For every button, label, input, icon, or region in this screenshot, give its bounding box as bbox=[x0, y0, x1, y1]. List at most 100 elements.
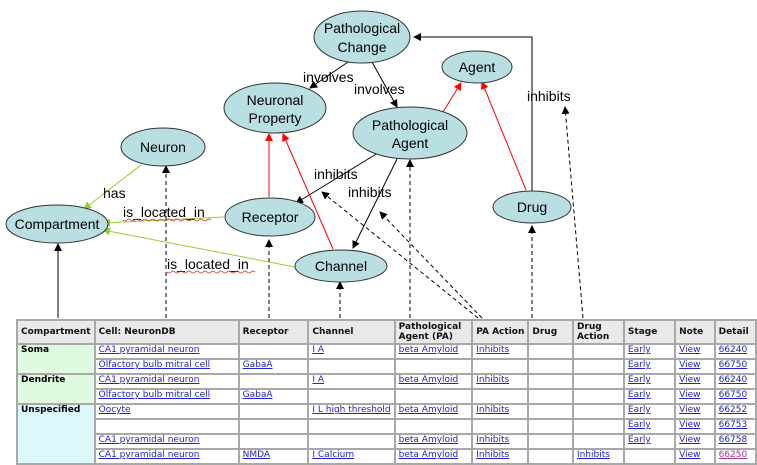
node-pathological-agent[interactable]: Pathological Agent bbox=[352, 106, 468, 160]
node-label: Property bbox=[249, 110, 302, 126]
table-cell: 66758 bbox=[713, 433, 757, 450]
col-header-drug: Drug bbox=[527, 319, 574, 345]
table-cell: CA1 pyramidal neuron bbox=[93, 343, 240, 360]
edge-channel-is-a bbox=[282, 133, 334, 250]
table-cell: View bbox=[674, 388, 716, 405]
table-cell: Inhibits bbox=[471, 433, 530, 450]
pa-action-link[interactable]: Inhibits bbox=[476, 405, 510, 415]
note-link[interactable]: View bbox=[679, 375, 701, 385]
detail-link[interactable]: 66240 bbox=[718, 345, 748, 355]
cell-link[interactable]: Oocyte bbox=[98, 405, 131, 415]
node-compartment[interactable]: Compartment bbox=[5, 204, 109, 244]
pathological-agent-link[interactable]: beta Amyloid bbox=[398, 435, 459, 445]
channel-link[interactable]: I A bbox=[312, 375, 325, 385]
note-link[interactable]: View bbox=[679, 405, 701, 415]
cell-link[interactable]: CA1 pyramidal neuron bbox=[98, 345, 200, 355]
stage-link[interactable]: Early bbox=[627, 420, 651, 430]
node-agent[interactable]: Agent bbox=[441, 50, 513, 84]
stage-link[interactable]: Early bbox=[627, 345, 651, 355]
table-row: Olfactory bulb mitral cell GabaA Early View… bbox=[17, 358, 757, 375]
node-label: Compartment bbox=[15, 216, 100, 232]
detail-link[interactable]: 66750 bbox=[718, 390, 748, 400]
table-row: Olfactory bulb mitral cell GabaA Early View… bbox=[17, 388, 757, 405]
pa-action-link[interactable]: Inhibits bbox=[476, 435, 510, 445]
stage-link[interactable]: Early bbox=[627, 390, 651, 400]
table-cell bbox=[571, 418, 625, 435]
is-a-edges bbox=[265, 81, 527, 250]
detail-link[interactable]: 66758 bbox=[718, 435, 748, 445]
note-link[interactable]: View bbox=[679, 420, 701, 430]
table-cell bbox=[307, 418, 396, 435]
node-neuronal-property[interactable]: Neuronal Property bbox=[223, 82, 327, 134]
detail-link[interactable]: 66250 bbox=[718, 450, 748, 460]
edge-drug-inhibits-pathological-change bbox=[413, 33, 533, 191]
table-cell bbox=[307, 358, 396, 375]
node-label: Agent bbox=[392, 135, 429, 151]
node-drug[interactable]: Drug bbox=[492, 190, 572, 224]
pathological-agent-link[interactable]: beta Amyloid bbox=[398, 375, 459, 385]
edge-label-involves: involves bbox=[354, 81, 405, 97]
stage-link[interactable]: Early bbox=[627, 360, 651, 370]
note-link[interactable]: View bbox=[679, 345, 701, 355]
detail-link[interactable]: 66750 bbox=[718, 360, 748, 370]
note-link[interactable]: View bbox=[679, 450, 701, 460]
table-cell bbox=[237, 343, 310, 360]
drug-action-link[interactable]: Inhibits bbox=[576, 450, 610, 460]
channel-link[interactable]: I Calcium bbox=[312, 450, 355, 460]
receptor-link[interactable]: GabaA bbox=[242, 390, 273, 400]
col-header-detail: Detail bbox=[713, 319, 757, 345]
edge-map-pa-action-2 bbox=[379, 211, 483, 319]
pa-action-link[interactable]: Inhibits bbox=[476, 345, 510, 355]
node-neuron[interactable]: Neuron bbox=[120, 127, 206, 167]
receptor-link[interactable]: GabaA bbox=[242, 360, 273, 370]
pa-action-link[interactable]: Inhibits bbox=[476, 450, 510, 460]
node-channel[interactable]: Channel bbox=[294, 249, 388, 283]
spellcheck-underline bbox=[122, 218, 212, 222]
note-link[interactable]: View bbox=[679, 435, 701, 445]
cell-link[interactable]: Olfactory bulb mitral cell bbox=[98, 360, 211, 370]
detail-link[interactable]: 66240 bbox=[718, 375, 748, 385]
mapping-edges bbox=[162, 106, 584, 319]
pathological-agent-link[interactable]: beta Amyloid bbox=[398, 450, 459, 460]
compartment-cell: Dendrite bbox=[16, 373, 96, 405]
stage-link[interactable]: Early bbox=[627, 405, 651, 415]
detail-link[interactable]: 66252 bbox=[718, 405, 748, 415]
table-cell: CA1 pyramidal neuron bbox=[93, 373, 240, 390]
table-cell bbox=[471, 418, 530, 435]
col-header-drug-action: Drug Action bbox=[571, 319, 625, 345]
node-receptor[interactable]: Receptor bbox=[224, 197, 316, 237]
channel-link[interactable]: I A bbox=[312, 345, 325, 355]
table-cell: I A bbox=[307, 373, 396, 390]
node-pathological-change[interactable]: Pathological Change bbox=[313, 10, 411, 64]
node-label: Neuronal bbox=[247, 92, 304, 108]
col-header-stage: Stage bbox=[622, 319, 677, 345]
edge-label-is-located-in: is_located_in bbox=[123, 204, 205, 220]
detail-link[interactable]: 66753 bbox=[718, 420, 748, 430]
col-header-receptor: Receptor bbox=[237, 319, 310, 345]
table-cell bbox=[527, 373, 574, 390]
table-cell bbox=[393, 358, 474, 375]
receptor-link[interactable]: NMDA bbox=[242, 450, 271, 460]
cell-link[interactable]: Olfactory bulb mitral cell bbox=[98, 390, 211, 400]
stage-link[interactable]: Early bbox=[627, 375, 651, 385]
pa-action-link[interactable]: Inhibits bbox=[476, 375, 510, 385]
cell-link[interactable]: CA1 pyramidal neuron bbox=[98, 375, 200, 385]
node-label: Neuron bbox=[140, 139, 186, 155]
col-header-cell: Cell: NeuronDB bbox=[93, 319, 240, 345]
stage-link[interactable]: Early bbox=[627, 435, 651, 445]
pathological-agent-link[interactable]: beta Amyloid bbox=[398, 405, 459, 415]
note-link[interactable]: View bbox=[679, 390, 701, 400]
cell-link[interactable]: CA1 pyramidal neuron bbox=[98, 435, 200, 445]
table-cell: 66252 bbox=[713, 403, 757, 420]
table-cell: Inhibits bbox=[471, 373, 530, 390]
edge-involves-pathological-agent bbox=[371, 61, 398, 108]
table-row: CA1 pyramidal neuron beta Amyloid Inhibits… bbox=[17, 433, 757, 450]
pathological-agent-link[interactable]: beta Amyloid bbox=[398, 345, 459, 355]
table-cell: View bbox=[674, 403, 716, 420]
cell-link[interactable]: CA1 pyramidal neuron bbox=[98, 450, 200, 460]
table-cell: Early bbox=[622, 388, 677, 405]
channel-link[interactable]: I L high threshold bbox=[312, 405, 391, 415]
note-link[interactable]: View bbox=[679, 360, 701, 370]
table-cell bbox=[307, 388, 396, 405]
